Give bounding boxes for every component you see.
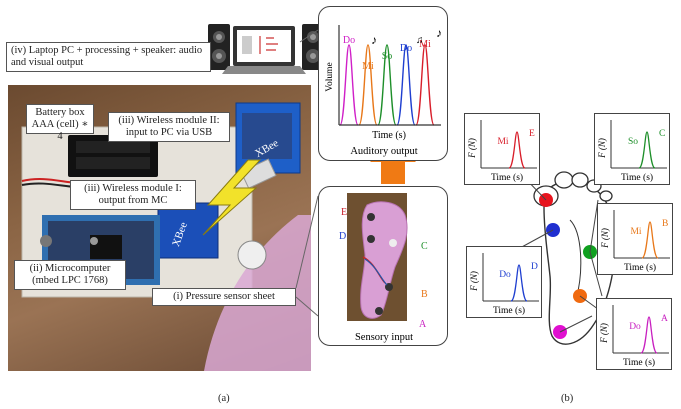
auditory-peak — [358, 44, 378, 126]
point-b-label: B — [421, 289, 428, 300]
force-inset-e: F (N) Time (s) Mi E — [464, 113, 540, 185]
inset-point-letter: C — [659, 129, 665, 139]
music-note-icon: ♫ — [416, 35, 424, 46]
auditory-xlabel: Time (s) — [372, 130, 406, 141]
force-inset-chart: F (N) Time (s) Do D — [469, 253, 539, 316]
force-inset-a: F (N) Time (s) Do A — [596, 298, 672, 370]
auditory-note-label: Mi — [419, 39, 431, 50]
sensory-input-panel: Sensory input E D C B A — [318, 186, 448, 346]
auditory-peak — [377, 44, 397, 126]
inset-point-letter: D — [531, 262, 538, 272]
label-wireless-module-2: (iii) Wireless module II: input to PC vi… — [108, 112, 230, 142]
point-c-label: C — [421, 241, 428, 252]
force-inset-chart: F (N) Time (s) So C — [597, 120, 667, 183]
inset-force-curve — [640, 316, 658, 354]
inset-ylabel: F (N) — [597, 138, 607, 159]
caption-a: (a) — [218, 393, 230, 404]
inset-point-letter: E — [529, 129, 535, 139]
inset-ylabel: F (N) — [469, 271, 479, 292]
auditory-ylabel: Volume — [325, 62, 335, 91]
laptop-speakers-icon — [208, 24, 324, 74]
point-a-label: A — [419, 319, 427, 330]
label-wireless-module-1: (iii) Wireless module I: output from MC — [70, 180, 196, 210]
force-inset-b: F (N) Time (s) Mi B — [597, 203, 673, 275]
inset-note-label: Mi — [630, 227, 641, 237]
inset-note-label: Mi — [497, 137, 508, 147]
label-laptop: (iv) Laptop PC + processing + speaker: a… — [6, 42, 211, 72]
point-d-label: D — [339, 231, 346, 242]
inset-note-label: Do — [499, 270, 511, 280]
inset-ylabel: F (N) — [600, 228, 610, 249]
inset-force-curve — [641, 221, 659, 259]
force-inset-chart: F (N) Time (s) Do A — [599, 305, 669, 368]
force-inset-chart: F (N) Time (s) Mi E — [467, 120, 537, 183]
force-inset-chart: F (N) Time (s) Mi B — [600, 210, 670, 273]
inset-point-letter: B — [662, 219, 668, 229]
force-inset-d: F (N) Time (s) Do D — [466, 246, 542, 318]
force-inset-c: F (N) Time (s) So C — [594, 113, 670, 185]
music-note-icon: ♪ — [371, 33, 377, 47]
caption-b: (b) — [561, 393, 574, 404]
point-e-label: E — [341, 207, 347, 218]
inset-force-curve — [508, 131, 526, 169]
label-microcomputer: (ii) Microcomputer (mbed LPC 1768) — [14, 260, 126, 290]
inset-note-label: So — [628, 137, 638, 147]
inset-ylabel: F (N) — [467, 138, 477, 159]
inset-xlabel: Time (s) — [491, 172, 523, 183]
hardware-photo-drawing: XBee XBee — [21, 102, 311, 371]
inset-note-label: Do — [629, 322, 641, 332]
auditory-note-label: Do — [343, 35, 355, 46]
auditory-peak — [396, 44, 416, 126]
sensory-title: Sensory input — [355, 332, 413, 343]
auditory-note-label: So — [382, 51, 393, 62]
auditory-title: Auditory output — [350, 146, 417, 157]
inset-force-curve — [638, 131, 656, 169]
auditory-note-label: Do — [400, 43, 412, 54]
inset-xlabel: Time (s) — [624, 262, 656, 273]
label-pressure-sensor-sheet: (i) Pressure sensor sheet — [152, 288, 296, 306]
auditory-peak — [415, 44, 435, 126]
label-battery: Battery box AAA (cell) ∗ 4 — [26, 104, 94, 142]
inset-xlabel: Time (s) — [623, 357, 655, 368]
auditory-peak — [339, 44, 359, 126]
inset-force-curve — [510, 264, 528, 302]
inset-xlabel: Time (s) — [621, 172, 653, 183]
sensory-input-drawing: Sensory input E D C B A — [339, 193, 428, 343]
inset-point-letter: A — [661, 314, 668, 324]
inset-xlabel: Time (s) — [493, 305, 525, 316]
music-note-icon: ♪ — [436, 26, 442, 40]
auditory-note-label: Mi — [362, 61, 374, 72]
inset-ylabel: F (N) — [599, 323, 609, 344]
orange-arrow-icon — [370, 138, 416, 184]
